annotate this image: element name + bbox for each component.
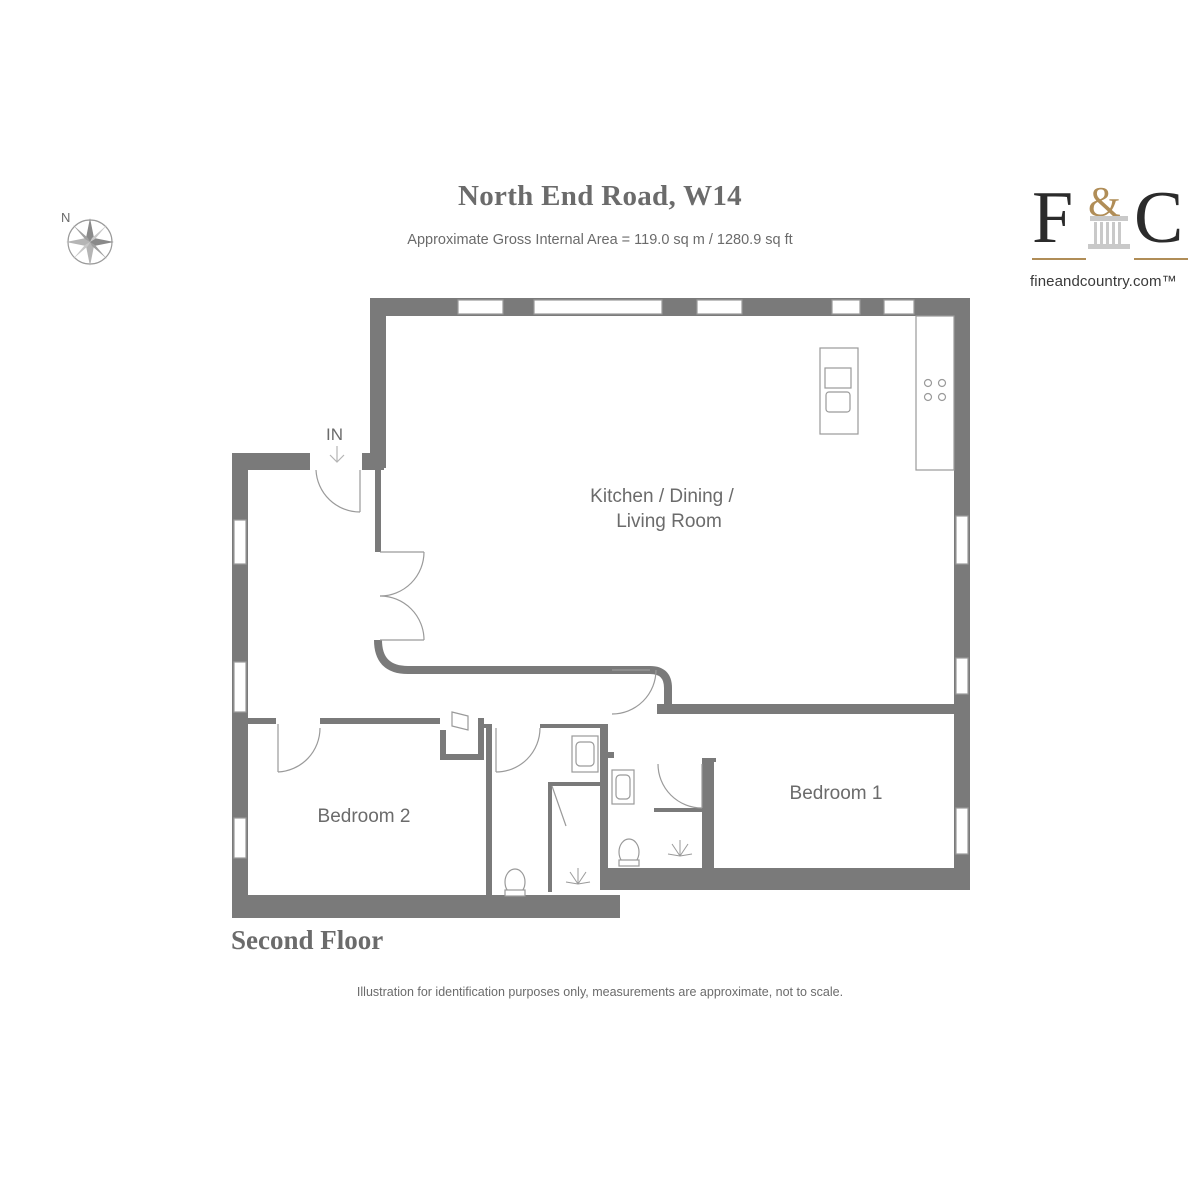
windows — [233, 299, 969, 859]
entrance-arrow-icon — [329, 446, 345, 463]
curved-partition-wall — [374, 639, 672, 710]
brand-logo: F C & — [1032, 178, 1188, 260]
kitchen-label-line2: Living Room — [616, 511, 722, 532]
bedroom1-label: Bedroom 1 — [790, 783, 883, 804]
shower-drain-icons — [565, 840, 693, 885]
kitchen-label-line1: Kitchen / Dining / — [590, 486, 734, 507]
bathroom-fixtures — [504, 735, 640, 897]
brand-url[interactable]: fineandcountry.com™ — [1030, 273, 1177, 290]
logo-letter-c: C — [1134, 178, 1183, 259]
walls — [232, 298, 970, 918]
compass-north-label: N — [61, 210, 70, 225]
compass-rose-icon: N — [61, 210, 114, 266]
door-swings — [277, 469, 703, 827]
column-icon — [1088, 216, 1130, 249]
floor-label: Second Floor — [231, 925, 384, 955]
logo-rule-right — [1134, 258, 1188, 260]
kitchen-units — [819, 315, 955, 471]
bedroom2-label: Bedroom 2 — [318, 806, 411, 827]
gross-area-text: Approximate Gross Internal Area = 119.0 … — [407, 232, 793, 248]
page-title: North End Road, W14 — [458, 180, 742, 212]
logo-letter-f: F — [1032, 178, 1073, 259]
entrance-label: IN — [326, 425, 343, 444]
disclaimer: Illustration for identification purposes… — [356, 985, 844, 999]
logo-rule-left — [1032, 258, 1086, 260]
